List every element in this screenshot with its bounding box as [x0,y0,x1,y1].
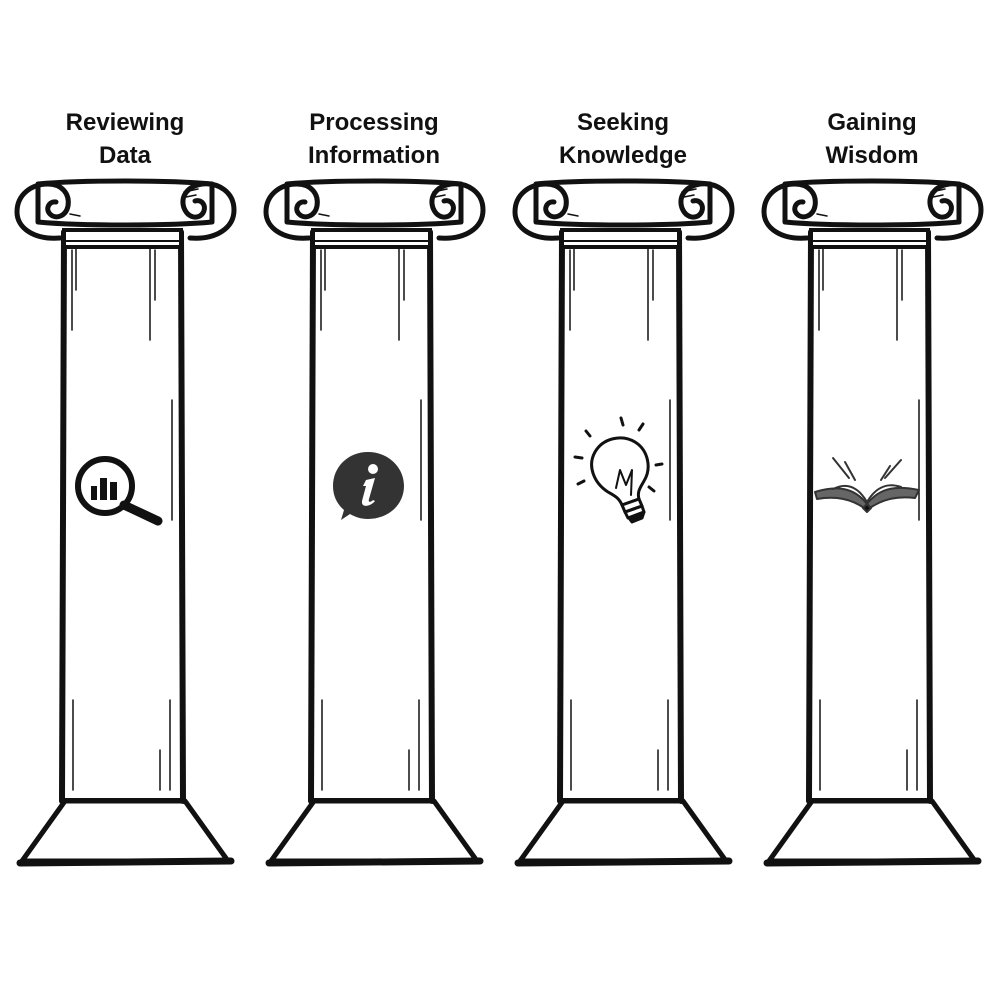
column-shaft [308,229,435,804]
column-shaft [557,229,684,804]
pillar-title-line1: Seeking [576,109,670,136]
column-volute-left [263,181,320,241]
pillar-processing-information: Processing Information [249,100,499,880]
column-volute-left [512,181,569,241]
column-capital-hatch [567,188,697,217]
column-fluting [320,244,422,791]
column-capital-hatch [816,188,946,217]
pillar-seeking-knowledge: Seeking Knowledge [498,100,748,880]
column-drawing [512,178,735,867]
column-base-bottom [763,857,982,867]
column-neck [311,228,432,249]
column-neck [560,228,681,249]
column-volute-left [761,181,818,241]
pillar-title: Reviewing Data [0,106,250,172]
pillar-title-line1: Processing [309,109,439,136]
pillar-title: Seeking Knowledge [498,106,748,172]
column-neck [62,228,183,249]
lightbulb-icon [573,416,664,524]
column-capital-hatch [318,188,448,217]
pillar-title-line1: Reviewing [65,109,185,136]
column-capital [782,178,962,228]
column-base-bottom [514,857,733,867]
column-fluting [71,244,173,791]
column-shaft [59,229,186,804]
column-fluting [569,244,671,791]
pillar-reviewing-data: Reviewing Data [0,100,250,880]
column-drawing [263,178,486,867]
column-neck [809,228,930,249]
pillar-title: Processing Information [249,106,499,172]
column-capital [284,178,464,228]
open-book-icon [814,457,920,513]
column-shaft [806,229,933,804]
pillar-title-line2: Knowledge [558,142,687,169]
column-capital-hatch [69,188,199,217]
column-volute-left [14,181,71,241]
column-drawing [14,178,237,867]
pillar-title-line1: Gaining [827,109,917,136]
pillar-title-line2: Information [308,142,440,169]
info-bubble-icon [333,452,404,520]
pillar-title-line2: Wisdom [825,142,919,169]
column-drawing [761,178,984,867]
pillar-title: Gaining Wisdom [747,106,997,172]
column-base-bottom [265,857,484,867]
pillar-title-line2: Data [98,142,152,169]
column-base-bottom [16,857,235,867]
pillar-gaining-wisdom: Gaining Wisdom [747,100,997,880]
magnifier-chart-icon [75,456,163,526]
column-capital [533,178,713,228]
column-fluting [818,244,920,791]
column-capital [35,178,215,228]
